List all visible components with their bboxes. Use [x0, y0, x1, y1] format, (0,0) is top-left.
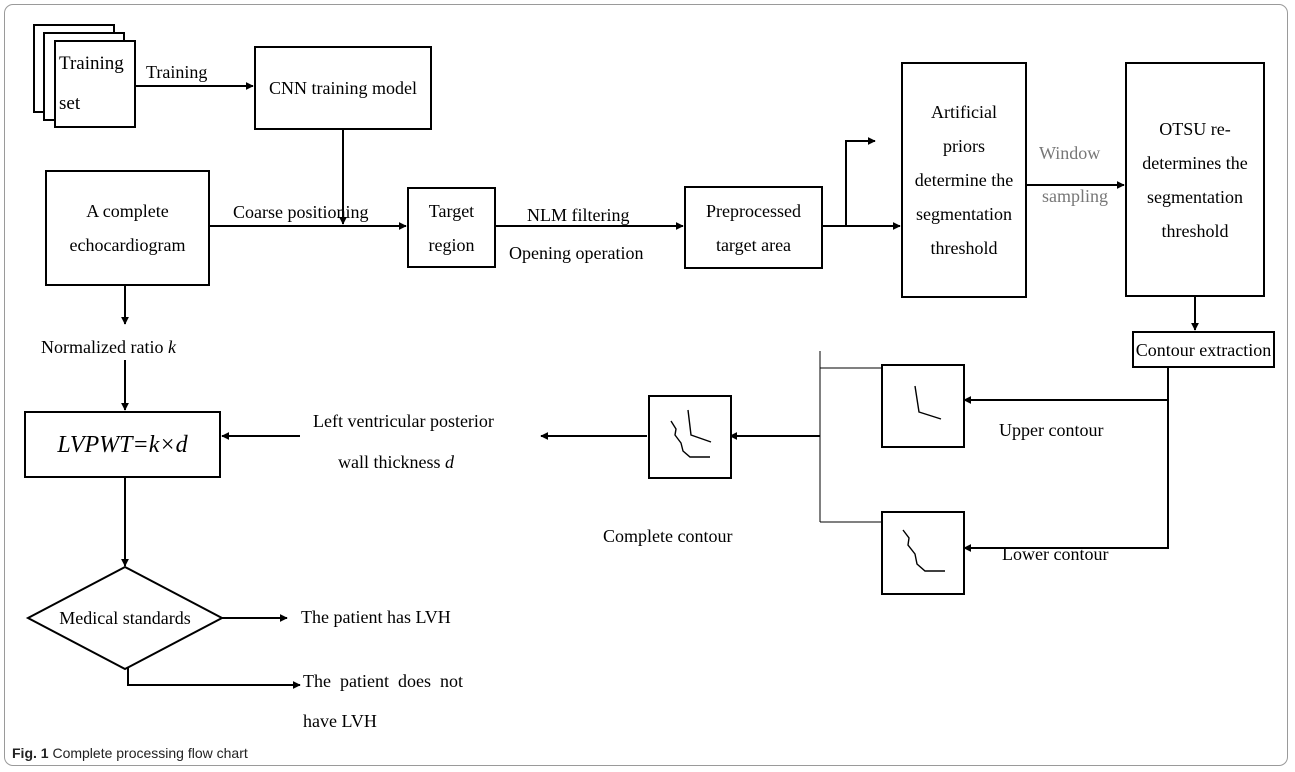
- artificial-priors-label: Artificial priors determine the segmenta…: [914, 102, 1014, 258]
- complete-echo-label: A complete echocardiogram: [69, 201, 186, 255]
- has-lvh-label: The patient has LVH: [301, 607, 451, 627]
- training-set-box: Training set: [54, 40, 136, 128]
- complete-contour-icon: [648, 395, 732, 479]
- training-set-label: Training set: [59, 53, 124, 114]
- arrow-lower-contour: [963, 400, 1169, 552]
- opening-operation-label: Opening operation: [509, 243, 644, 263]
- artificial-priors-box: Artificial priors determine the segmenta…: [901, 62, 1027, 298]
- complete-contour-label: Complete contour: [603, 526, 733, 546]
- arrow-branch: [845, 137, 876, 226]
- contour-extraction-label: Contour extraction: [1135, 339, 1272, 360]
- arrow-no-lvh: [127, 665, 301, 689]
- cnn-model-label: CNN training model: [269, 78, 417, 98]
- contour-extraction-box: Contour extraction: [1132, 331, 1275, 368]
- no-lvh-label-2: have LVH: [303, 711, 377, 731]
- window-sampling-label-2: sampling: [1042, 186, 1108, 206]
- normalized-ratio-text: Normalized ratio: [41, 337, 164, 357]
- normalized-ratio-var: k: [167, 337, 176, 357]
- no-lvh-label-1: The patient does not: [303, 671, 463, 691]
- preprocessed-box: Preprocessed target area: [684, 186, 823, 269]
- wall-thickness-var: d: [444, 452, 454, 472]
- lower-contour-icon: [881, 511, 965, 595]
- wall-thickness-label-2: wall thickness d: [338, 451, 454, 473]
- medical-standards-diamond: [25, 565, 225, 671]
- coarse-positioning-label: Coarse positioning: [233, 202, 369, 222]
- upper-contour-icon: [881, 364, 965, 448]
- training-label: Training: [146, 62, 208, 82]
- lvpwt-formula-box: LVPWT=k×d: [24, 411, 221, 478]
- medical-standards-label: Medical standards: [59, 608, 191, 628]
- nlm-filtering-label: NLM filtering: [527, 205, 630, 225]
- otsu-box: OTSU re-determines the segmentation thre…: [1125, 62, 1265, 297]
- otsu-label: OTSU re-determines the segmentation thre…: [1142, 118, 1248, 241]
- arrow-upper-contour: [963, 367, 1169, 404]
- caption-text: Complete processing flow chart: [52, 745, 248, 761]
- caption-fig-number: Fig. 1: [12, 745, 49, 761]
- lower-contour-label: Lower contour: [1002, 544, 1109, 564]
- wall-thickness-text: wall thickness: [338, 452, 441, 472]
- window-sampling-label-1: Window: [1039, 143, 1101, 163]
- target-region-label: Target region: [428, 200, 475, 255]
- complete-echo-box: A complete echocardiogram: [45, 170, 210, 286]
- target-region-box: Target region: [407, 187, 496, 268]
- figure-frame: [4, 4, 1288, 766]
- preprocessed-label: Preprocessed target area: [706, 200, 801, 255]
- figure-caption: Fig. 1 Complete processing flow chart: [12, 745, 248, 761]
- normalized-ratio-label: Normalized ratio k: [41, 336, 176, 358]
- upper-contour-label: Upper contour: [999, 420, 1104, 440]
- wall-thickness-label-1: Left ventricular posterior: [313, 411, 494, 431]
- cnn-model-box: CNN training model: [254, 46, 432, 130]
- lvpwt-formula: LVPWT=k×d: [57, 431, 188, 458]
